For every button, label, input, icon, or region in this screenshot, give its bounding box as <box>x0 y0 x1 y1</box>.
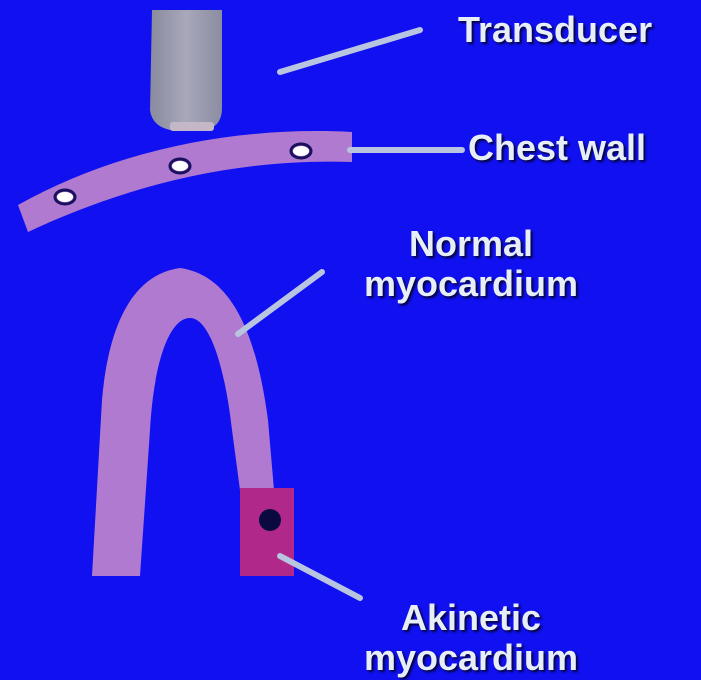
chest-wall-label-text: Chest wall <box>468 128 646 168</box>
normal-myocardium-label-line2: myocardium <box>342 264 600 304</box>
normal-myocardium-pointer <box>238 272 322 334</box>
normal-myocardium-label: Normal myocardium <box>342 224 600 304</box>
chest-wall <box>18 131 352 232</box>
normal-myocardium-label-line1: Normal <box>342 224 600 264</box>
akinetic-myocardium-pointer <box>280 556 360 598</box>
akinetic-myocardium-label: Akinetic myocardium <box>342 598 600 678</box>
akinetic-segment <box>240 488 294 576</box>
chest-wall-rib <box>172 161 188 171</box>
transducer-probe <box>150 10 222 131</box>
akinetic-myocardium-label-line2: myocardium <box>342 638 600 678</box>
transducer-pointer <box>280 30 420 72</box>
chest-wall-rib <box>293 146 309 156</box>
akinetic-dot <box>259 509 281 531</box>
akinetic-myocardium-label-line1: Akinetic <box>342 598 600 638</box>
transducer-label: Transducer <box>458 10 652 50</box>
chest-wall-rib <box>57 192 73 202</box>
chest-wall-label: Chest wall <box>468 128 646 168</box>
transducer-label-text: Transducer <box>458 10 652 50</box>
